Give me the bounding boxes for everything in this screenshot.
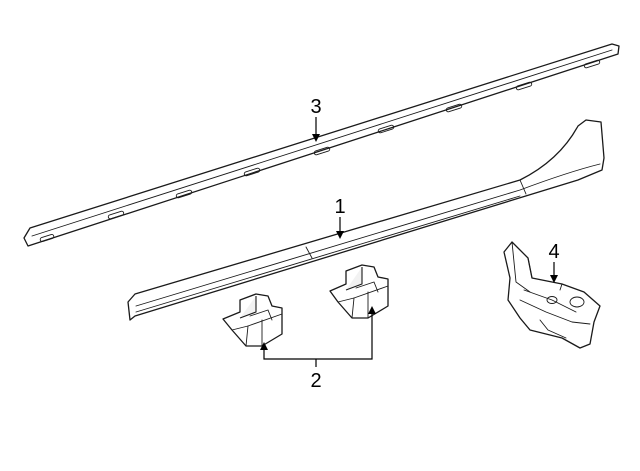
rocker-molding — [127, 119, 605, 321]
retainer-clip-left — [222, 293, 283, 347]
callout-number-4: 4 — [548, 241, 559, 263]
leader-callout-4 — [550, 262, 558, 283]
retainer-clip-right — [329, 264, 389, 319]
mounting-bracket — [503, 241, 601, 349]
callout-number-3: 3 — [310, 96, 321, 118]
leader-callout-2 — [260, 306, 376, 367]
upper-molding-strip — [23, 43, 620, 247]
callout-number-2: 2 — [310, 370, 321, 392]
callout-number-1: 1 — [334, 196, 345, 218]
leader-callout-1 — [336, 217, 344, 239]
leader-callout-3 — [312, 117, 320, 142]
